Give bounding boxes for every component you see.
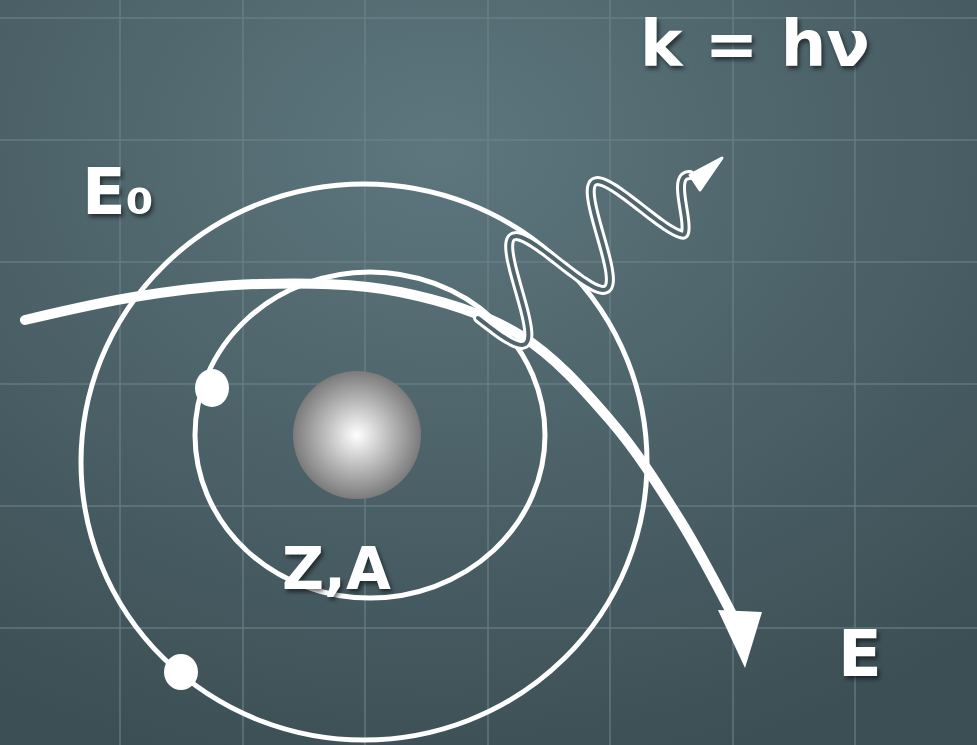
nucleus-label: Z,A [282,540,391,598]
final-energy-label: E [838,622,882,686]
nucleus [293,371,421,499]
grid-line [242,0,244,745]
grid-line [0,383,977,385]
photon-core [478,175,690,345]
grid-line [487,0,489,745]
grid-line [119,0,121,745]
initial-energy-label: E₀ [82,160,154,224]
grid-line [0,627,977,629]
arrowhead [690,158,722,190]
arrowhead [718,610,762,668]
trajectory-path [25,284,735,620]
electron [164,654,198,690]
grid-line [0,139,977,141]
photon-energy-label: k = hν [640,12,870,76]
grid-line [609,0,611,745]
grid-line [0,261,977,263]
grid-line [0,505,977,507]
photon-wave [478,158,722,345]
electron [195,369,229,407]
electron-trajectory [25,284,762,668]
photon-outline [478,175,690,345]
